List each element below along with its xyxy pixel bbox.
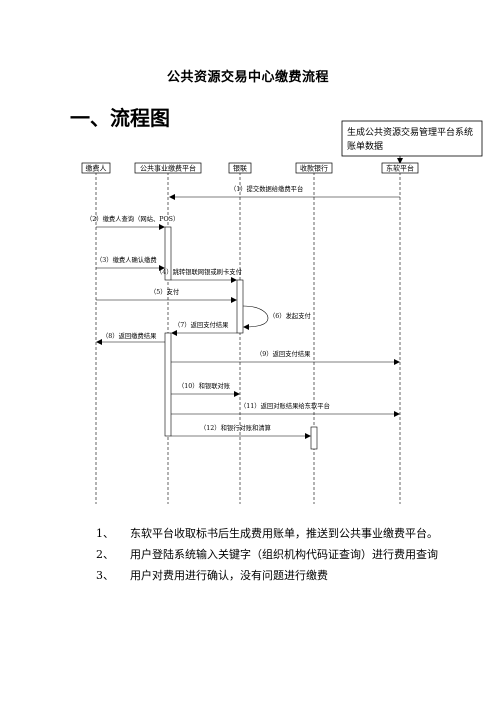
message-10-label: （10）和银联对账 bbox=[178, 381, 231, 390]
actor-payer: 缴费人 bbox=[81, 162, 111, 174]
step-number: 2、 bbox=[96, 548, 114, 561]
note-line-1: 生成公共资源交易管理平台系统 bbox=[347, 126, 473, 138]
actor-label: 收款银行 bbox=[300, 164, 328, 173]
actor-label: 公共事业缴费平台 bbox=[140, 164, 196, 173]
activation-unionpay bbox=[236, 279, 244, 334]
message-8-label: （8）返回缴费结果 bbox=[102, 331, 157, 340]
message-12-label: （12）和银行对账和清算 bbox=[200, 423, 271, 432]
activation-bank bbox=[310, 426, 318, 450]
note-line-2: 账单数据 bbox=[347, 140, 383, 152]
document-title: 公共资源交易中心缴费流程 bbox=[166, 70, 329, 85]
message-3-label: （3）缴费人确认缴费 bbox=[96, 255, 157, 264]
message-6-arrow bbox=[242, 305, 269, 330]
message-6-label: （6）发起支付 bbox=[269, 311, 311, 320]
message-4-label: （4）跳转银联网银或刷卡支付 bbox=[156, 267, 242, 276]
sequence-diagram: 生成公共资源交易管理平台系统 账单数据 缴费人 公共事业缴费平台 银联 收款银行… bbox=[81, 120, 483, 504]
message-7-label: （7）返回支付结果 bbox=[174, 320, 229, 329]
actor-unionpay: 银联 bbox=[228, 162, 252, 174]
actor-neusoft: 东软平台 bbox=[381, 162, 419, 174]
actor-label: 银联 bbox=[233, 164, 247, 173]
message-11-label: （11）返回对账结果给东软平台 bbox=[240, 401, 330, 410]
note-box: 生成公共资源交易管理平台系统 账单数据 bbox=[341, 120, 483, 164]
step-text: 东软平台收取标书后生成费用账单，推送到公共事业缴费平台。 bbox=[130, 527, 438, 540]
actor-bank: 收款银行 bbox=[295, 162, 333, 174]
step-text: 用户登陆系统输入关键字（组织机构代码证查询）进行费用查询 bbox=[130, 548, 438, 561]
section-heading: 一、流程图 bbox=[70, 106, 170, 130]
step-number: 3、 bbox=[96, 569, 114, 582]
activation-platform-1 bbox=[164, 226, 172, 281]
message-1-label: （1）提交数据给缴费平台 bbox=[230, 184, 303, 193]
actor-platform: 公共事业缴费平台 bbox=[134, 162, 202, 174]
list-item: 2、 用户登陆系统输入关键字（组织机构代码证查询）进行费用查询 bbox=[96, 544, 441, 565]
step-number: 1、 bbox=[96, 527, 114, 540]
steps-list: 1、 东软平台收取标书后生成费用账单，推送到公共事业缴费平台。 2、 用户登陆系… bbox=[96, 523, 441, 586]
step-text: 用户对费用进行确认，没有问题进行缴费 bbox=[130, 569, 328, 582]
actor-label: 缴费人 bbox=[86, 164, 107, 173]
message-2-label: （2）缴费人查询（网站、POS） bbox=[86, 214, 179, 223]
activation-platform-2 bbox=[164, 332, 172, 437]
message-9-label: （9）返回支付结果 bbox=[256, 349, 311, 358]
list-item: 3、 用户对费用进行确认，没有问题进行缴费 bbox=[96, 565, 441, 586]
message-5-label: （5）支付 bbox=[150, 287, 179, 296]
actor-label: 东软平台 bbox=[386, 164, 414, 173]
list-item: 1、 东软平台收取标书后生成费用账单，推送到公共事业缴费平台。 bbox=[96, 523, 441, 544]
